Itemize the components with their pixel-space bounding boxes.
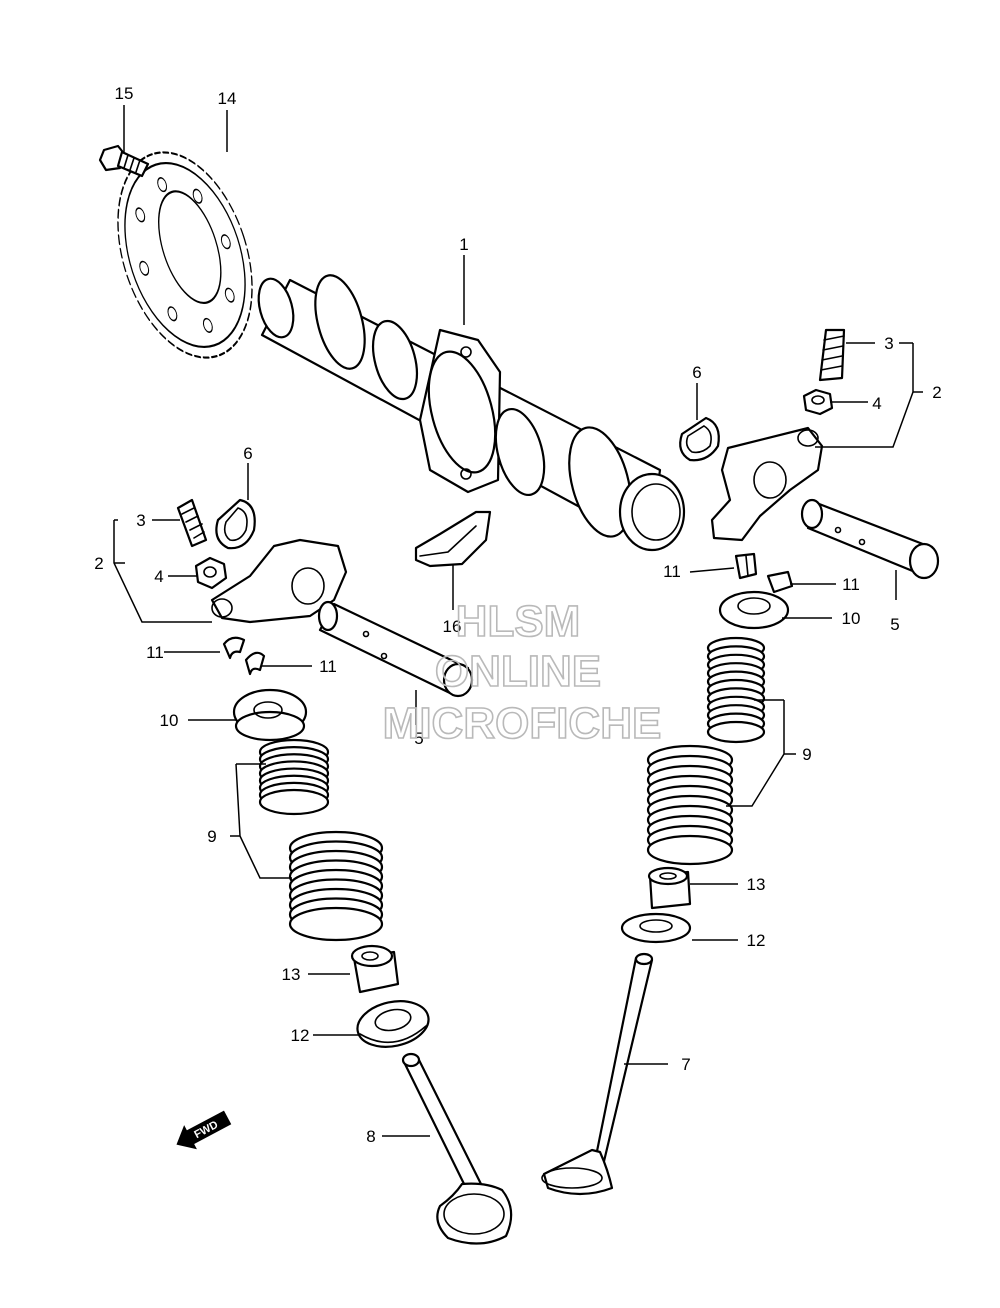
callout-16: 16 bbox=[443, 617, 462, 636]
callout-2-left: 2 bbox=[94, 554, 103, 573]
callout-12-right: 12 bbox=[747, 931, 766, 950]
spring-retainer-right[interactable] bbox=[718, 590, 790, 630]
callout-10-right: 10 bbox=[842, 609, 861, 628]
callout-10-left: 10 bbox=[160, 711, 179, 730]
valve-cotter-left-a[interactable] bbox=[222, 636, 246, 660]
callout-7: 7 bbox=[681, 1055, 690, 1074]
callout-2-right: 2 bbox=[932, 383, 941, 402]
fwd-arrow-icon: FWD bbox=[176, 1110, 232, 1150]
watermark-line3: MICROFICHE bbox=[383, 699, 662, 748]
intake-valve[interactable] bbox=[401, 1052, 513, 1245]
rocker-shaft-right[interactable] bbox=[800, 498, 940, 580]
callout-9-left: 9 bbox=[207, 827, 216, 846]
valve-spring-left[interactable] bbox=[258, 738, 384, 942]
valve-stem-seal-left[interactable] bbox=[350, 944, 400, 994]
watermark: HLSM ONLINE MICROFICHE bbox=[382, 596, 662, 749]
callout-1: 1 bbox=[459, 235, 468, 254]
rocker-shaft-left[interactable] bbox=[317, 600, 474, 698]
callout-11-left-b: 11 bbox=[319, 657, 337, 676]
adjusting-screw-left[interactable] bbox=[176, 498, 208, 548]
spring-coil bbox=[706, 720, 766, 744]
spring-retainer-left[interactable] bbox=[232, 688, 308, 742]
watermark-line2: ONLINE bbox=[435, 647, 601, 696]
callout-11-right-a: 11 bbox=[663, 562, 681, 581]
callout-4-left: 4 bbox=[154, 567, 163, 586]
leader-lines bbox=[113, 105, 923, 1137]
callout-11-left-a: 11 bbox=[146, 643, 164, 662]
valve-stem-seal-right[interactable] bbox=[647, 866, 692, 910]
fwd-label: FWD bbox=[192, 1119, 220, 1141]
rocker-arm-left[interactable] bbox=[210, 538, 348, 624]
spring-seat-right[interactable] bbox=[620, 912, 692, 944]
adjusting-screw-right[interactable] bbox=[818, 328, 846, 382]
valve-cotter-left-b[interactable] bbox=[244, 651, 266, 676]
callout-13-left: 13 bbox=[282, 965, 301, 984]
callout-12-left: 12 bbox=[291, 1026, 310, 1045]
cam-sprocket[interactable] bbox=[94, 135, 276, 375]
spring-coil bbox=[258, 788, 330, 816]
sprocket-bolt[interactable] bbox=[98, 144, 150, 178]
callout-8: 8 bbox=[366, 1127, 375, 1146]
rocker-arm-right[interactable] bbox=[710, 426, 824, 542]
spring-coil bbox=[646, 834, 734, 866]
callout-3-left: 3 bbox=[136, 511, 145, 530]
callout-5-right: 5 bbox=[890, 615, 899, 634]
callout-4-right: 4 bbox=[872, 394, 881, 413]
camshaft-plug[interactable] bbox=[414, 510, 492, 568]
valve-cotter-right-b[interactable] bbox=[766, 570, 794, 594]
exhaust-valve[interactable] bbox=[541, 952, 654, 1196]
callout-6-left: 6 bbox=[243, 444, 252, 463]
lock-nut-left[interactable] bbox=[194, 556, 228, 590]
camshaft[interactable] bbox=[253, 270, 686, 552]
watermark-line1: HLSM bbox=[456, 597, 581, 646]
gasket-right[interactable] bbox=[679, 416, 720, 462]
callout-9-right: 9 bbox=[802, 745, 811, 764]
callout-15: 15 bbox=[115, 84, 134, 103]
lock-nut-right[interactable] bbox=[802, 388, 834, 416]
gasket-left[interactable] bbox=[215, 498, 256, 550]
callout-3-right: 3 bbox=[884, 334, 893, 353]
callout-5-left: 5 bbox=[414, 729, 423, 748]
callouts: 15 14 1 3 2 4 6 6 3 2 4 11 11 10 9 13 12… bbox=[94, 84, 941, 1146]
callout-11-right-b: 11 bbox=[842, 575, 860, 594]
valve-spring-right[interactable] bbox=[646, 636, 766, 866]
callout-6-right: 6 bbox=[692, 363, 701, 382]
spring-coil bbox=[288, 906, 384, 942]
spring-seat-left[interactable] bbox=[353, 995, 433, 1053]
callout-14: 14 bbox=[218, 89, 237, 108]
callout-13-right: 13 bbox=[747, 875, 766, 894]
valve-cotter-right-a[interactable] bbox=[734, 552, 758, 580]
